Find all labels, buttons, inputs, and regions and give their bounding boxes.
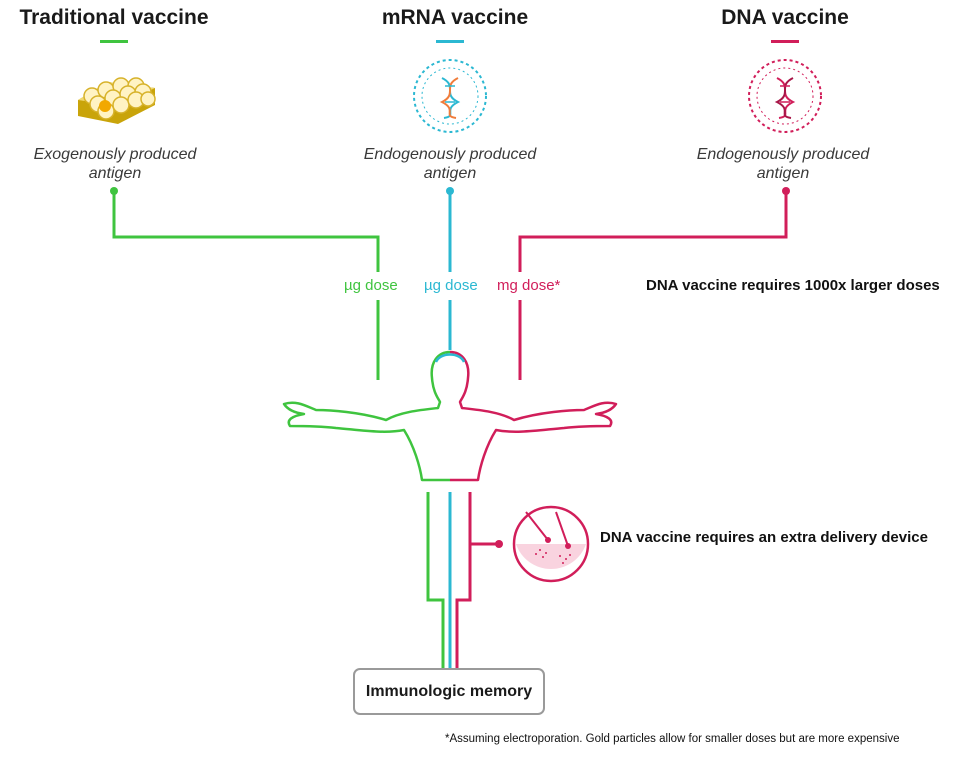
human-body-icon [282, 350, 618, 482]
dna-color-bar [771, 40, 799, 43]
lower-connectors [426, 492, 503, 668]
upper-connectors [110, 187, 790, 380]
heading-traditional: Traditional vaccine [19, 6, 209, 29]
caption-dna: Endogenously produced antigen [673, 145, 893, 183]
caption-dna-line2: antigen [756, 165, 810, 182]
caption-mrna-line2: antigen [423, 165, 477, 182]
footnote: *Assuming electroporation. Gold particle… [445, 733, 900, 745]
caption-traditional-line2: antigen [88, 165, 142, 182]
heading-dna: DNA vaccine [721, 6, 849, 29]
caption-mrna-line1: Endogenously produced [363, 146, 537, 163]
mrna-color-bar [436, 40, 464, 43]
caption-traditional-line1: Exogenously produced [33, 146, 197, 163]
delivery-device-icon [512, 505, 590, 583]
dose-mrna: µg dose [424, 277, 478, 294]
device-note: DNA vaccine requires an extra delivery d… [600, 529, 928, 546]
heading-mrna: mRNA vaccine [381, 6, 529, 29]
mrna-particle-icon [413, 59, 487, 133]
caption-mrna: Endogenously produced antigen [340, 145, 560, 183]
dna-particle-icon [748, 59, 822, 133]
dose-dna: mg dose* [497, 277, 561, 294]
virus-cluster-icon [78, 77, 156, 124]
immunologic-memory-box: Immunologic memory [353, 668, 545, 715]
dose-traditional: µg dose [344, 277, 398, 294]
traditional-color-bar [100, 40, 128, 43]
caption-dna-line1: Endogenously produced [696, 146, 870, 163]
dose-note: DNA vaccine requires 1000x larger doses [646, 277, 940, 294]
caption-traditional: Exogenously produced antigen [5, 145, 225, 183]
